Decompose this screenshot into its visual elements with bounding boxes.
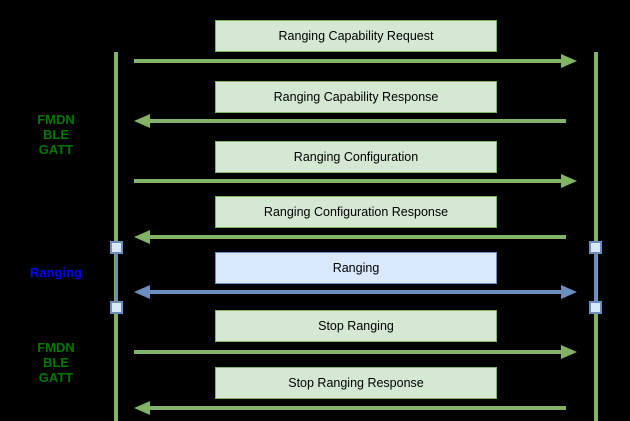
activation-marker-right-start <box>589 241 602 254</box>
arrow-shaft <box>146 235 566 239</box>
arrow-shaft <box>134 179 565 183</box>
side-label-fmdn-ble-gatt-top: FMDN BLE GATT <box>37 112 75 157</box>
side-label-ranging: Ranging <box>30 265 82 280</box>
arrowhead-left-icon <box>134 230 150 244</box>
message-label: Ranging Capability Response <box>273 90 439 104</box>
arrow-shaft <box>146 290 565 294</box>
arrowhead-left-icon <box>134 285 150 299</box>
message-box-ranging-capability-response: Ranging Capability Response <box>215 81 497 113</box>
arrowhead-left-icon <box>134 114 150 128</box>
message-label: Stop Ranging <box>318 319 394 333</box>
message-box-ranging: Ranging <box>215 252 497 284</box>
ranging-active-segment-right <box>594 247 597 307</box>
arrow-shaft <box>134 59 565 63</box>
arrow-ranging-configuration <box>134 174 577 188</box>
message-box-ranging-capability-request: Ranging Capability Request <box>215 20 497 52</box>
arrowhead-right-icon <box>561 54 577 68</box>
message-box-ranging-configuration-response: Ranging Configuration Response <box>215 196 497 228</box>
arrowhead-right-icon <box>561 285 577 299</box>
arrow-ranging-capability-request <box>134 54 577 68</box>
message-label: Ranging Configuration <box>293 150 419 164</box>
activation-marker-right-end <box>589 301 602 314</box>
message-label: Ranging Configuration Response <box>263 205 449 219</box>
arrow-shaft <box>134 350 565 354</box>
arrow-ranging-configuration-response <box>134 230 577 244</box>
message-box-stop-ranging: Stop Ranging <box>215 310 497 342</box>
activation-marker-left-start <box>110 241 123 254</box>
arrow-stop-ranging-response <box>134 401 577 415</box>
side-label-fmdn-ble-gatt-bottom: FMDN BLE GATT <box>37 340 75 385</box>
lifeline-right <box>594 52 598 421</box>
message-box-ranging-configuration: Ranging Configuration <box>215 141 497 173</box>
arrow-shaft <box>146 406 566 410</box>
message-box-stop-ranging-response: Stop Ranging Response <box>215 367 497 399</box>
ranging-active-segment-left <box>115 247 118 307</box>
arrow-ranging-bidirectional <box>134 285 577 299</box>
lifeline-left <box>114 52 118 421</box>
message-label: Ranging <box>332 261 380 275</box>
message-label: Stop Ranging Response <box>288 376 424 390</box>
activation-marker-left-end <box>110 301 123 314</box>
arrow-shaft <box>146 119 566 123</box>
arrowhead-left-icon <box>134 401 150 415</box>
arrowhead-right-icon <box>561 345 577 359</box>
arrow-stop-ranging <box>134 345 577 359</box>
arrowhead-right-icon <box>561 174 577 188</box>
message-label: Ranging Capability Request <box>278 29 434 43</box>
arrow-ranging-capability-response <box>134 114 577 128</box>
